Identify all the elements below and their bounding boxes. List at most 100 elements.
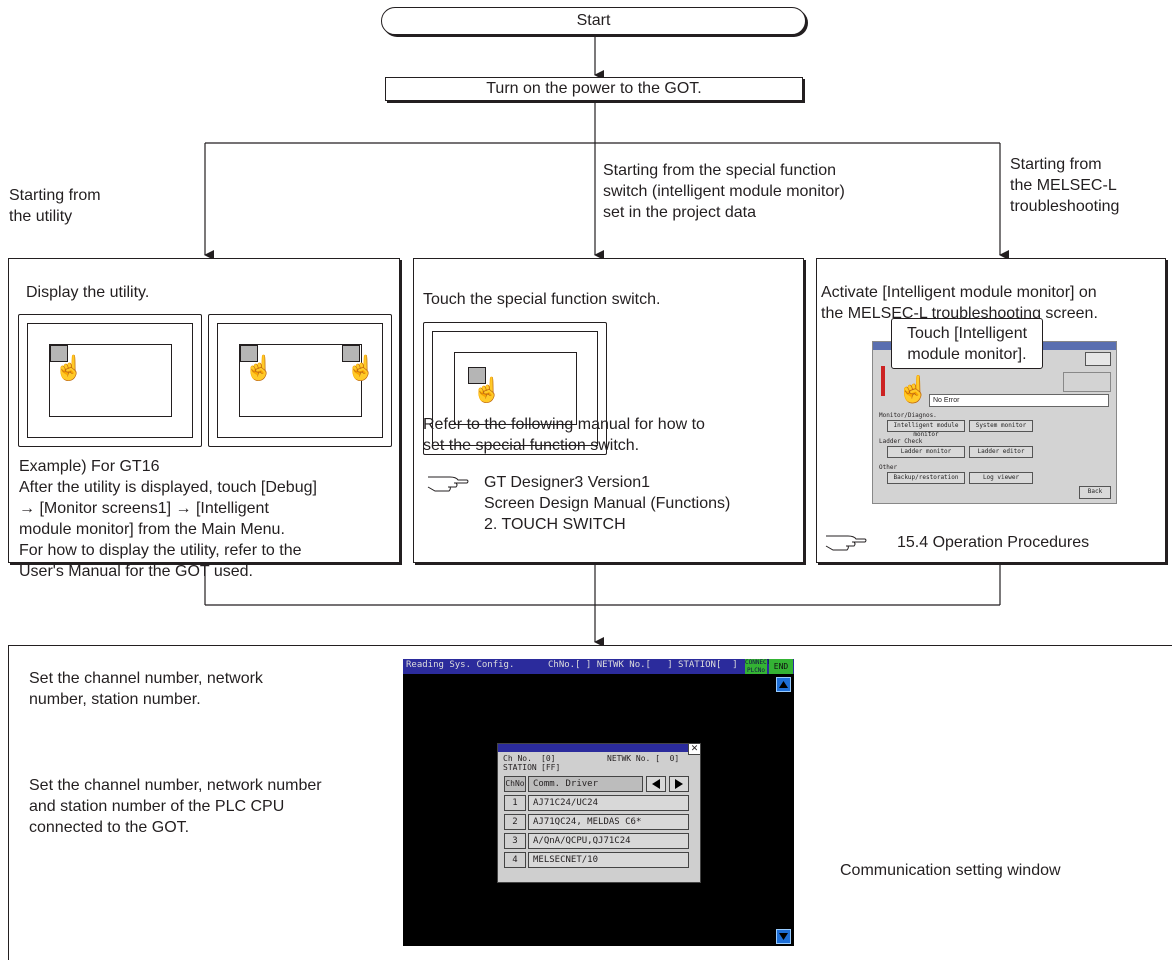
triangle-left-icon [652, 779, 660, 789]
final-text-line: Set the channel number, network [29, 670, 263, 687]
connect-plcno-button[interactable]: CONNECT PLCNo [745, 659, 771, 674]
special-heading-line: Starting from the special function [603, 162, 837, 179]
utility-note-line: module monitor] from the Main Menu. [19, 521, 285, 538]
callout-line: module monitor]. [907, 346, 1027, 363]
special-switch-box: Touch the special function switch. ☝ Ref… [413, 258, 804, 563]
final-text-2: Set the channel number, network number a… [29, 775, 322, 838]
connect-plcno-label: CONNECT PLCNo [745, 659, 771, 674]
final-text-line: number, station number. [29, 691, 201, 708]
dialog-chno-value[interactable]: [0] [541, 754, 556, 763]
special-switch-step: Touch the special function switch. [423, 291, 661, 308]
end-button[interactable]: END [769, 659, 793, 674]
driver-row-number: 3 [504, 833, 526, 849]
screen-group-label: Monitor/Diagnos. [879, 412, 937, 419]
got-illustration-3: ☝ [423, 322, 607, 455]
driver-row-number: 2 [504, 814, 526, 830]
melsec-heading-line: Starting from [1010, 156, 1102, 173]
scroll-down-button[interactable] [776, 929, 791, 944]
utility-box: Display the utility. ☝ ☝ ☝ Example) For … [8, 258, 400, 580]
log-viewer-button[interactable]: Log viewer [969, 472, 1033, 484]
driver-row-name: MELSECNET/10 [528, 852, 689, 868]
triangle-right-icon [675, 779, 683, 789]
melsec-step: Activate [Intelligent module monitor] on… [821, 282, 1166, 324]
screen-group-label: Ladder Check [879, 438, 923, 445]
screen-header: Reading Sys. Config. ChNo.[ ] NETWK No.[… [403, 659, 794, 674]
pointing-hand-icon: ☝ [244, 355, 274, 382]
start-label: Start [576, 12, 611, 29]
ladder-editor-button[interactable]: Ladder editor [969, 446, 1033, 458]
final-text-line: Set the channel number, network number [29, 777, 322, 794]
reference-hand-icon [427, 476, 469, 492]
melsec-heading: Starting from the MELSEC-L troubleshooti… [1010, 154, 1119, 217]
screen-header-fields: ChNo.[ ] NETWK No.[ ] STATION[ ] [548, 660, 738, 670]
melsec-heading-line: troubleshooting [1010, 198, 1120, 215]
special-switch-heading: Starting from the special function switc… [603, 160, 845, 223]
communication-screen: Reading Sys. Config. ChNo.[ ] NETWK No.[… [403, 659, 794, 946]
start-terminator: Start [381, 7, 806, 35]
pointing-hand-icon: ☝ [54, 355, 84, 382]
dialog-netwk-label[interactable]: NETWK No. [ 0] [607, 754, 680, 763]
backup-restoration-button[interactable]: Backup/restoration [887, 472, 965, 484]
intelligent-module-monitor-button[interactable]: Intelligent module monitor [887, 420, 965, 438]
utility-notes: Example) For GT16 After the utility is d… [19, 456, 399, 582]
melsec-heading-line: the MELSEC-L [1010, 177, 1117, 194]
final-box: Set the channel number, network number, … [8, 645, 1172, 960]
final-text-line: and station number of the PLC CPU [29, 798, 285, 815]
melsec-box: Activate [Intelligent module monitor] on… [816, 258, 1166, 563]
close-icon[interactable]: ✕ [688, 743, 701, 755]
page-next-button[interactable] [669, 776, 689, 792]
special-switch-notes: Refer to the following manual for how to… [423, 414, 705, 456]
scroll-up-button[interactable] [776, 677, 791, 692]
got-illustration-2: ☝ ☝ [208, 314, 392, 447]
ladder-monitor-button[interactable]: Ladder monitor [887, 446, 965, 458]
driver-row-name: AJ71QC24, MELDAS C6* [528, 814, 689, 830]
callout-line: Touch [Intelligent [906, 325, 1028, 342]
special-note-line: set the special function switch. [423, 437, 640, 454]
system-monitor-button[interactable]: System monitor [969, 420, 1033, 432]
driver-row-name: AJ71C24/UC24 [528, 795, 689, 811]
screen-error-field: No Error [929, 394, 1109, 407]
special-switch-reference: GT Designer3 Version1 Screen Design Manu… [484, 472, 730, 535]
communication-window-callout: Communication setting window [840, 862, 1061, 879]
triangle-down-icon [779, 933, 788, 940]
utility-note-line: After the utility is displayed, touch [D… [19, 479, 317, 496]
pointing-hand-icon: ☝ [897, 374, 930, 404]
got-display [49, 344, 172, 417]
column-comm-driver: Comm. Driver [528, 776, 643, 792]
melsec-step-line: the MELSEC-L troubleshooting screen. [821, 305, 1098, 322]
utility-note-line: User's Manual for the GOT used. [19, 563, 253, 580]
touch-area-top-left [50, 345, 68, 362]
final-text-line: connected to the GOT. [29, 819, 190, 836]
pointing-hand-icon: ☝ [472, 377, 502, 404]
screen-panel-right [1063, 372, 1111, 392]
dialog-titlebar [498, 744, 700, 752]
utility-heading-line: the utility [9, 208, 73, 225]
melsec-callout: Touch [Intelligent module monitor]. [891, 318, 1043, 369]
triangle-up-icon [779, 681, 788, 688]
page-prev-button[interactable] [646, 776, 666, 792]
driver-row-name: A/QnA/QCPU,QJ71C24 [528, 833, 689, 849]
dialog-station-value[interactable]: [FF] [541, 763, 561, 772]
touch-area-top-left [240, 345, 258, 362]
got-illustration-1: ☝ [18, 314, 202, 447]
driver-row-number: 4 [504, 852, 526, 868]
final-text-1: Set the channel number, network number, … [29, 668, 263, 710]
back-button[interactable]: Back [1079, 486, 1111, 499]
utility-note-line: → [Monitor screens1] → [Intelligent [19, 500, 269, 517]
dialog-chno-label: Ch No. [503, 754, 532, 763]
utility-note-line: For how to display the utility, refer to… [19, 542, 302, 559]
screen-group-label: Other [879, 464, 898, 471]
reference-line: GT Designer3 Version1 [484, 474, 651, 491]
reference-hand-icon [825, 535, 867, 551]
screen-header-title: Reading Sys. Config. [406, 660, 515, 670]
got-display [239, 344, 362, 417]
special-heading-line: set in the project data [603, 204, 756, 221]
melsec-reference: 15.4 Operation Procedures [897, 534, 1090, 551]
screen-led-indicator [881, 366, 885, 396]
got-display [454, 352, 577, 425]
melsec-step-line: Activate [Intelligent module monitor] on [821, 284, 1097, 301]
reference-line: 2. TOUCH SWITCH [484, 516, 626, 533]
special-heading-line: switch (intelligent module monitor) [603, 183, 845, 200]
utility-heading: Starting from the utility [9, 185, 101, 227]
column-chno: ChNo [504, 776, 526, 792]
